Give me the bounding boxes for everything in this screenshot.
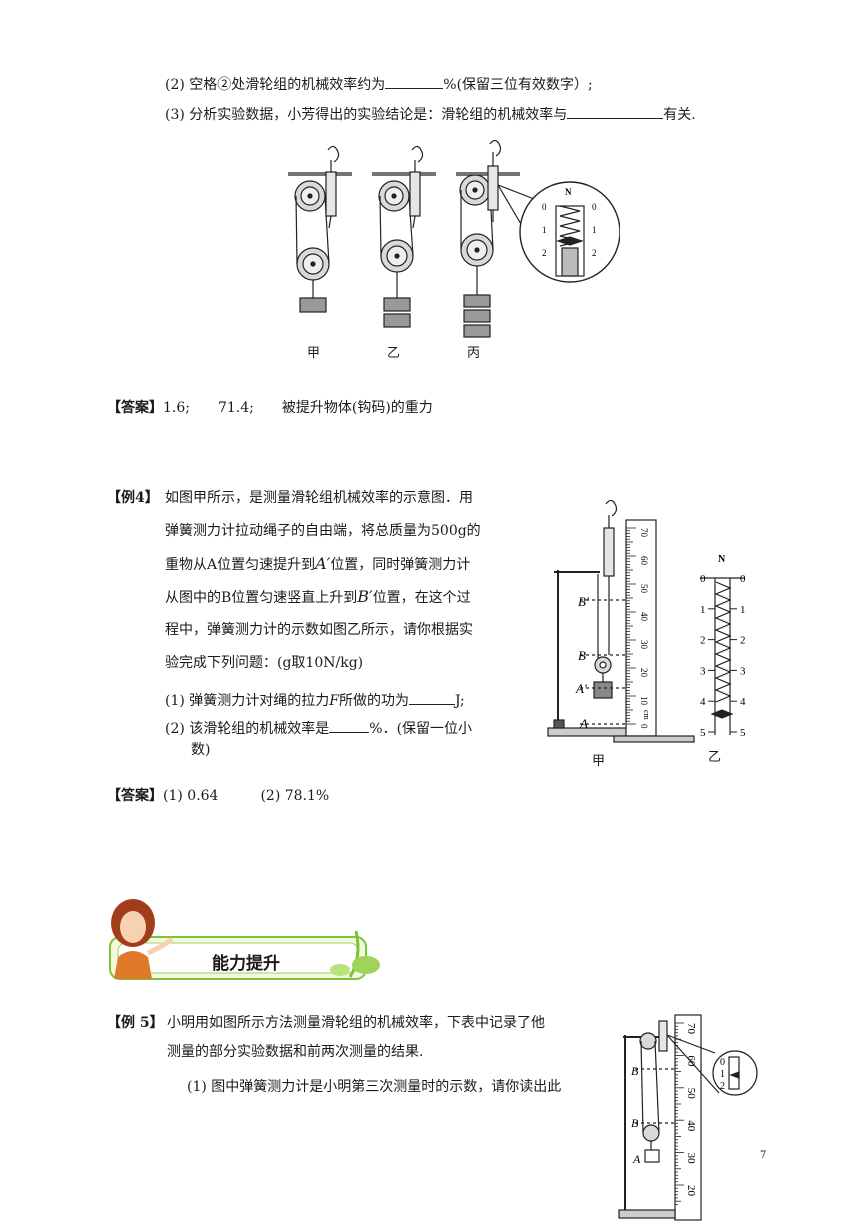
dial-label-right-0: 0 xyxy=(740,573,746,585)
ex4-line-5: 程中，弹簧测力计的示数如图乙所示，请你根据实 xyxy=(165,622,473,638)
ruler-label-30: 30 xyxy=(639,640,649,650)
answer-4-tag: 【答案】 xyxy=(107,788,163,804)
fig2-dial-unit: N xyxy=(718,554,726,565)
pulley-figure-2: B′ B A′ A N 0 0 1 1 2 2 3 3 4 4 5 5 0 10 20 30 40 50 60 70… xyxy=(547,500,746,743)
dial-label-left-4: 4 xyxy=(700,696,706,708)
dial-label-left-2: 2 xyxy=(700,635,706,647)
ex4-line-3: 重物从A位置匀速提升到A′位置，同时弹簧测力计 xyxy=(165,554,471,573)
fig3-point-b1: B xyxy=(631,1064,639,1078)
section-banner: 能力提升 xyxy=(100,895,390,985)
ex4-q2-cont: 数) xyxy=(191,742,211,758)
fig1-dial-tick-0a: 0 xyxy=(542,202,547,212)
fig1-dial-tick-0b: 0 xyxy=(592,202,597,212)
ex4-tag: 【例4】 xyxy=(107,490,159,506)
fig3-point-a: A xyxy=(632,1152,641,1166)
answer-3-tag: 【答案】 xyxy=(107,400,163,416)
ex4-line-2: 弹簧测力计拉动绳子的自由端，将总质量为500g的 xyxy=(165,523,481,539)
dial-label-right-2: 2 xyxy=(740,635,746,647)
dial-label-right-4: 4 xyxy=(740,696,746,708)
ex5-line-2: 测量的部分实验数据和前两次测量的结果. xyxy=(167,1044,424,1060)
fig2-point-b: B xyxy=(578,648,586,663)
fig1-dial-tick-2a: 2 xyxy=(542,248,547,258)
ruler-label-70: 70 xyxy=(639,528,649,538)
dial-label-left-5: 5 xyxy=(700,727,706,739)
ruler-label-40: 40 xyxy=(639,612,649,622)
dial-label-right-3: 3 xyxy=(740,665,746,677)
ex4-line-4: 从图中的B位置匀速竖直上升到B′位置，在这个过 xyxy=(165,587,471,606)
pulley-figure-1: N 0 1 2 0 1 2 xyxy=(288,140,620,338)
fig3-dial-tick-2: 2 xyxy=(720,1081,725,1092)
fig1-dial-tick-1b: 1 xyxy=(592,225,597,235)
pulley-figure-3: B B A 0 1 2 20 30 40 50 60 70 xyxy=(618,1014,758,1221)
ruler3-label-20: 20 xyxy=(685,1185,697,1197)
ruler3-label-60: 60 xyxy=(685,1055,697,1067)
dial-label-left-0: 0 xyxy=(700,573,706,585)
fig1-dial-unit: N xyxy=(565,187,572,197)
ex5-q1: (1) 图中弹簧测力计是小明第三次测量时的示数，请你读出此 xyxy=(187,1079,562,1095)
fig1-label-bing: 丙 xyxy=(467,346,481,361)
fig2-label-yi: 乙 xyxy=(708,750,722,765)
page-number: 7 xyxy=(760,1150,767,1161)
fig2-point-b-prime: B′ xyxy=(578,594,589,609)
ruler3-label-40: 40 xyxy=(685,1120,697,1132)
ruler-label-0: 0 xyxy=(639,724,649,729)
fig1-label-yi: 乙 xyxy=(387,346,401,361)
ruler-unit: cm xyxy=(642,710,651,721)
ruler-label-50: 50 xyxy=(639,584,649,594)
a-prime: A′ xyxy=(315,554,331,573)
dial-label-right-1: 1 xyxy=(740,604,746,616)
q2-line: (2) 空格②处滑轮组的机械效率约为 %(保留三位有效数字）; xyxy=(165,74,593,95)
fig3-dial-tick-1: 1 xyxy=(720,1069,725,1080)
ex4-q2: (2) 该滑轮组的机械效率是%．(保留一位小 xyxy=(165,718,472,739)
ruler-label-60: 60 xyxy=(639,556,649,566)
dial-label-left-1: 1 xyxy=(700,604,706,616)
q2-suffix: %(保留三位有效数字）; xyxy=(443,77,593,93)
q3-blank[interactable] xyxy=(567,104,664,119)
ruler3-label-50: 50 xyxy=(685,1088,697,1100)
q3-prefix: (3) 分析实验数据，小芳得出的实验结论是：滑轮组的机械效率与 xyxy=(165,107,568,123)
q2-prefix: (2) 空格②处滑轮组的机械效率约为 xyxy=(165,77,386,93)
ex5-line-1: 小明用如图所示方法测量滑轮组的机械效率，下表中记录了他 xyxy=(167,1015,545,1031)
ruler-label-20: 20 xyxy=(639,668,649,678)
fig1-dial-tick-2b: 2 xyxy=(592,248,597,258)
ex4-q1-blank[interactable] xyxy=(409,690,455,705)
ex4-line-6: 验完成下列问题：(g取10N/kg) xyxy=(165,655,364,671)
q3-suffix: 有关. xyxy=(663,107,696,123)
fig2-point-a-prime: A′ xyxy=(575,681,587,696)
fig1-label-jia: 甲 xyxy=(307,346,321,361)
ruler-label-10: 10 xyxy=(639,696,649,706)
ruler3-label-70: 70 xyxy=(685,1023,697,1035)
fig3-point-b2: B xyxy=(631,1116,639,1130)
ex5-tag: 【例 5】 xyxy=(107,1015,164,1031)
answer-3-text: 1.6; 71.4; 被提升物体(钩码)的重力 xyxy=(163,400,433,416)
teacher-illustration xyxy=(109,899,380,980)
ex4-q2-blank[interactable] xyxy=(329,718,370,733)
dial-label-left-3: 3 xyxy=(700,665,706,677)
fig1-dial-tick-1a: 1 xyxy=(542,225,547,235)
dial-label-right-5: 5 xyxy=(740,727,746,739)
fig3-dial-tick-0: 0 xyxy=(720,1057,725,1068)
ruler3-label-30: 30 xyxy=(685,1153,697,1165)
q2-blank[interactable] xyxy=(385,74,444,89)
answer-3: 【答案】1.6; 71.4; 被提升物体(钩码)的重力 xyxy=(107,398,433,418)
fig2-point-a: A xyxy=(579,716,588,731)
answer-4-text: (1) 0.64 (2) 78.1% xyxy=(163,788,330,804)
q3-line: (3) 分析实验数据，小芳得出的实验结论是：滑轮组的机械效率与 有关. xyxy=(165,104,696,125)
answer-4: 【答案】(1) 0.64 (2) 78.1% xyxy=(107,786,329,806)
fig2-label-jia: 甲 xyxy=(592,754,606,769)
b-prime: B′ xyxy=(357,587,373,606)
ex4-line-1: 如图甲所示，是测量滑轮组机械效率的示意图．用 xyxy=(165,490,473,506)
banner-title: 能力提升 xyxy=(212,954,280,974)
